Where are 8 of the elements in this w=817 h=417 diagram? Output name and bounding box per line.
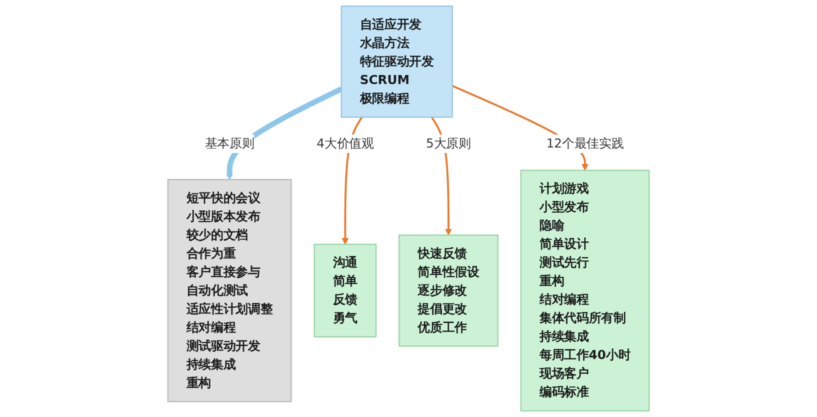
edge-label: 12个最佳实践 [546,136,624,151]
edge-label: 4大价值观 [316,136,374,151]
edge-label: 基本原则 [204,136,254,151]
edge-label: 5大原则 [426,136,471,151]
node-box: 计划游戏 小型发布 隐喻 简单设计 测试先行 重构 结对编程 集体代码所有制 持续集成 每周工作40小时 现场客户 编码标准 [520,170,650,412]
node-box: 自适应开发 水晶方法 特征驱动开发 SCRUM 极限编程 [340,6,453,118]
node-box: 沟通 简单 反馈 勇气 [314,244,377,338]
node-box: 短平快的会议 小型版本发布 较少的文档 合作为重 客户直接参与 自动化测试 适应性计划调整 结对编程 测试驱动开发 持续集成 重构 [167,179,292,402]
